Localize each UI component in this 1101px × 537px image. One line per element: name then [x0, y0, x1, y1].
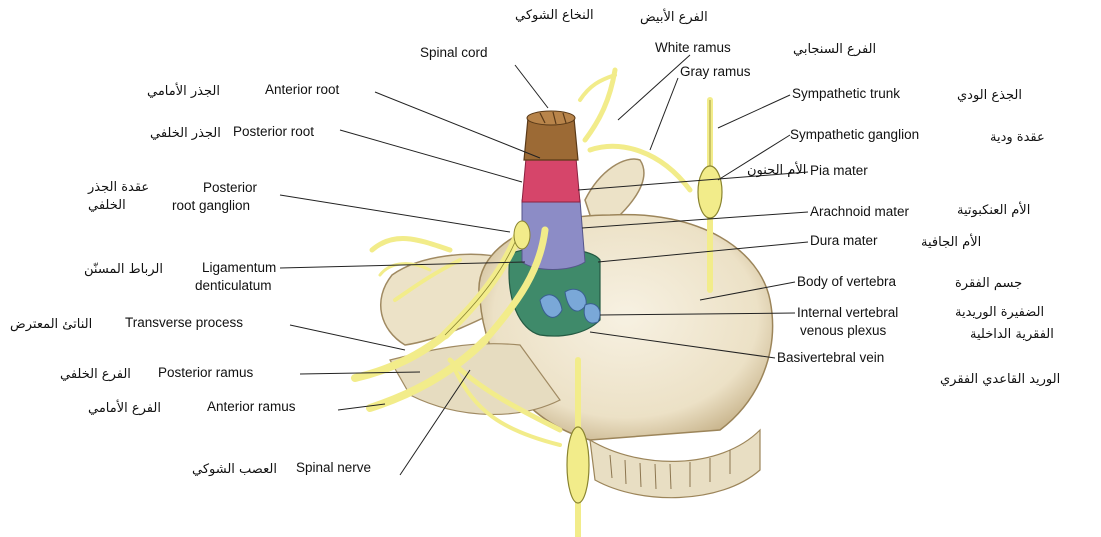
posterior-root-ganglion-label-ar-2: الخلفي — [88, 198, 126, 213]
internal-vertebral-label-2: venous plexus — [800, 323, 886, 338]
internal-vertebral-label-ar-1: الضفيرة الوريدية — [955, 305, 1044, 320]
transverse-process-label: Transverse process — [125, 315, 243, 330]
body-of-vertebra-label: Body of vertebra — [797, 274, 896, 289]
gray-ramus-label-ar: الفرع السنجابي — [793, 42, 876, 57]
transverse-process-label-ar: الناتئ المعترض — [10, 317, 92, 332]
dura-mater-label-ar: الأم الجافية — [921, 235, 981, 250]
pia-mater-label-ar: الأم الحنون — [747, 163, 806, 178]
posterior-root-ganglion-label-1: Posterior — [203, 180, 257, 195]
white-ramus-label-ar: الفرع الأبيض — [640, 10, 708, 25]
spinal-nerve-label-ar: العصب الشوكي — [192, 462, 277, 477]
gray-ramus-label: Gray ramus — [680, 64, 751, 79]
posterior-ramus-label-ar: الفرع الخلفي — [60, 367, 131, 382]
posterior-root-ganglion-label-2: root ganglion — [172, 198, 250, 213]
ligamentum-denticulatum-label-1: Ligamentum — [202, 260, 276, 275]
sympathetic-ganglion-shape — [698, 166, 722, 218]
pia-mater-shape — [522, 158, 580, 202]
anterior-ramus-label-ar: الفرع الأمامي — [88, 401, 161, 416]
posterior-root-label-ar: الجذر الخلفي — [150, 126, 221, 141]
spinal-nerve-label: Spinal nerve — [296, 460, 371, 475]
internal-vertebral-label-1: Internal vertebral — [797, 305, 898, 320]
ligamentum-denticulatum-label-2: denticulatum — [195, 278, 272, 293]
internal-vertebral-label-ar-2: الفقرية الداخلية — [970, 327, 1054, 342]
sympathetic-trunk-label-ar: الجذع الودي — [957, 88, 1022, 103]
pia-mater-label: Pia mater — [810, 163, 868, 178]
spinal-cord-label: Spinal cord — [420, 45, 488, 60]
arachnoid-mater-label: Arachnoid mater — [810, 204, 909, 219]
ligamentum-denticulatum-label-ar: الرباط المسنّن — [84, 262, 163, 277]
basivertebral-vein-label: Basivertebral vein — [777, 350, 884, 365]
arachnoid-mater-shape — [522, 200, 585, 270]
anterior-root-label-ar: الجذر الأمامي — [147, 84, 220, 99]
dura-mater-label: Dura mater — [810, 233, 878, 248]
body-of-vertebra-label-ar: جسم الفقرة — [955, 276, 1022, 291]
posterior-ramus-label: Posterior ramus — [158, 365, 253, 380]
sympathetic-ganglion-label: Sympathetic ganglion — [790, 127, 919, 142]
posterior-root-ganglion-label-ar-1: عقدة الجذر — [88, 180, 149, 195]
sympathetic-trunk-label: Sympathetic trunk — [792, 86, 900, 101]
basivertebral-vein-label-ar: الوريد القاعدي الفقري — [940, 372, 1060, 387]
spinal-cord-label-ar: النخاع الشوكي — [515, 8, 594, 23]
anterior-root-label: Anterior root — [265, 82, 339, 97]
white-ramus-label: White ramus — [655, 40, 731, 55]
posterior-root-label: Posterior root — [233, 124, 314, 139]
sympathetic-ganglion-label-ar: عقدة ودية — [990, 130, 1045, 145]
anterior-ramus-label: Anterior ramus — [207, 399, 296, 414]
arachnoid-mater-label-ar: الأم العنكبوتية — [957, 203, 1030, 218]
